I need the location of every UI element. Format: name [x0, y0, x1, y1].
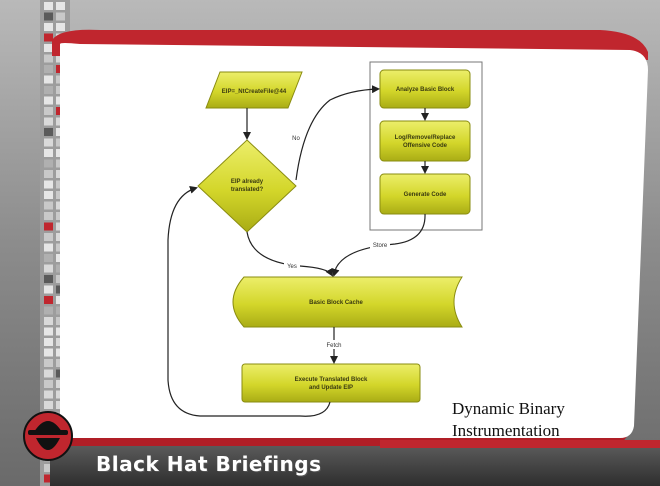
column-square — [44, 275, 53, 283]
label-fetch: Fetch — [326, 343, 341, 349]
column-square — [44, 138, 53, 147]
svg-text:Analyze Basic Block: Analyze Basic Block — [396, 87, 455, 93]
column-square — [44, 327, 53, 336]
label-no: No — [292, 136, 300, 142]
content-panel — [60, 43, 648, 438]
svg-text:EIP=_NtCreateFile@44: EIP=_NtCreateFile@44 — [222, 89, 287, 95]
column-square — [44, 128, 53, 136]
column-square — [44, 201, 53, 210]
caption-line-2: Instrumentation — [452, 421, 560, 440]
column-square — [44, 338, 53, 346]
column-square — [44, 86, 53, 94]
svg-text:Log/Remove/Replace: Log/Remove/Replace — [395, 135, 456, 141]
generate-node: Generate Code — [379, 173, 471, 215]
flowchart: EIP=_NtCreateFile@44 EIP already transla… — [167, 61, 483, 417]
column-square — [44, 149, 53, 157]
column-square — [44, 306, 53, 315]
svg-text:Generate Code: Generate Code — [404, 192, 447, 198]
column-square — [56, 12, 65, 21]
footer-brand-title: Black Hat Briefings — [96, 452, 322, 476]
column-square — [44, 75, 53, 84]
column-square — [44, 23, 53, 31]
cache-node: Basic Block Cache — [232, 276, 463, 328]
column-square — [44, 33, 53, 42]
caption-line-1: Dynamic Binary — [452, 399, 565, 418]
svg-text:Offensive Code: Offensive Code — [403, 143, 448, 149]
slide-caption: Dynamic Binary Instrumentation — [452, 398, 622, 442]
column-square — [44, 117, 53, 126]
column-square — [44, 390, 53, 399]
column-square — [44, 191, 53, 199]
column-square — [44, 44, 53, 52]
column-square — [44, 159, 53, 168]
execute-node: Execute Translated Block and Update EIP — [241, 363, 421, 403]
column-square — [44, 107, 53, 115]
column-square — [44, 369, 53, 378]
column-square — [56, 23, 65, 31]
svg-text:translated?: translated? — [231, 187, 264, 193]
footer-bar — [50, 446, 660, 486]
label-store: Store — [373, 243, 388, 249]
connectors — [167, 85, 429, 417]
svg-text:Execute Translated Block: Execute Translated Block — [295, 377, 368, 383]
column-square — [44, 380, 53, 388]
column-square — [44, 317, 53, 325]
column-square — [44, 96, 53, 105]
column-square — [44, 243, 53, 252]
edge-labels: No Yes Store Fetch — [284, 133, 390, 349]
column-square — [44, 12, 53, 21]
column-square — [44, 254, 53, 262]
column-square — [44, 212, 53, 220]
svg-text:Basic Block Cache: Basic Block Cache — [309, 300, 363, 306]
black-hat-spy-logo — [23, 411, 73, 461]
column-square — [44, 348, 53, 357]
column-square — [44, 2, 53, 10]
footer-red-strip — [380, 440, 660, 448]
analyze-node: Analyze Basic Block — [379, 69, 471, 109]
svg-text:and Update EIP: and Update EIP — [309, 385, 353, 391]
edge-loop-back — [167, 185, 331, 417]
column-square — [44, 264, 53, 273]
label-yes: Yes — [287, 264, 297, 270]
column-square — [44, 296, 53, 304]
column-square — [56, 2, 65, 10]
column-square — [44, 65, 53, 73]
svg-text:EIP already: EIP already — [231, 179, 264, 185]
eip-input-node: EIP=_NtCreateFile@44 — [205, 71, 303, 109]
column-square — [44, 222, 53, 231]
log-node: Log/Remove/Replace Offensive Code — [379, 120, 471, 162]
column-square — [44, 464, 53, 472]
column-square — [44, 170, 53, 178]
column-square — [44, 401, 53, 409]
edge-no — [295, 85, 380, 181]
edge-store — [331, 213, 426, 277]
column-square — [44, 54, 53, 63]
column-square — [44, 359, 53, 367]
column-square — [44, 180, 53, 189]
column-square — [44, 474, 53, 483]
column-square — [44, 233, 53, 241]
column-square — [44, 285, 53, 294]
